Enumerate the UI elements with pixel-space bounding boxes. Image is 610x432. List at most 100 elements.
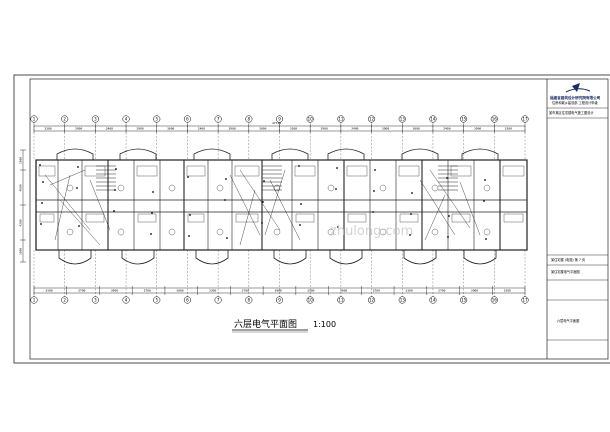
room-fixture <box>187 213 205 223</box>
outlet-icon <box>76 187 78 189</box>
outlet-icon <box>114 189 116 191</box>
light-fixture-icon <box>327 184 335 192</box>
axis-label: 3 <box>94 116 97 121</box>
bottom-dimension-value: 2700 <box>438 289 445 293</box>
axis-label: 1 <box>33 297 36 302</box>
light-fixture-icon <box>379 228 387 236</box>
light-fixture-icon <box>66 228 74 236</box>
left-dimension-value: 1800 <box>19 248 23 255</box>
electrical-wire <box>239 189 256 246</box>
outlet-icon <box>374 169 376 171</box>
room-fixture <box>399 213 419 223</box>
left-dimension-value: 4200 <box>19 219 23 226</box>
axis-label: 15 <box>461 297 467 302</box>
top-dimension-value: 3900 <box>75 127 82 131</box>
light-fixture-icon <box>483 228 491 236</box>
room-fixture <box>347 213 367 223</box>
axis-label: 10 <box>308 297 314 302</box>
axis-label: 12 <box>369 116 375 121</box>
light-fixture-icon <box>431 184 439 192</box>
room-fixture <box>136 165 158 177</box>
bottom-dimension-value: 3300 <box>504 289 511 293</box>
axis-label: 8 <box>248 297 251 302</box>
room-fixture <box>234 165 260 177</box>
balcony-top <box>119 148 157 160</box>
axis-label: 6 <box>186 297 189 302</box>
left-dimension-value: 1800 <box>19 157 23 164</box>
axis-label: 13 <box>400 297 406 302</box>
axis-label: 3 <box>94 297 97 302</box>
top-dimension-value: 3300 <box>505 127 512 131</box>
outer-frame <box>13 74 610 364</box>
outlet-icon <box>335 188 337 190</box>
top-dimension-value: 3600 <box>167 127 174 131</box>
bay-window-bottom <box>329 250 363 265</box>
axis-label: 17 <box>522 297 528 302</box>
room-fixture <box>186 165 206 177</box>
room-fixture <box>503 213 524 223</box>
electrical-wire <box>49 169 86 186</box>
inner-frame <box>29 78 609 360</box>
bay-window-bottom <box>463 250 497 265</box>
light-fixture-icon <box>66 184 74 192</box>
sheet-title: 六层电气平面图 <box>557 318 579 323</box>
top-dimension-value: 2400 <box>198 127 205 131</box>
outlet-icon <box>224 199 226 201</box>
outlet-icon <box>446 177 448 179</box>
outlet-icon <box>151 212 153 214</box>
axis-label: 17 <box>522 116 528 121</box>
outlet-icon <box>411 192 413 194</box>
bay-window-bottom <box>58 250 92 265</box>
bottom-dimension-value: 3600 <box>176 289 183 293</box>
bottom-dimension-value: 3900 <box>471 289 478 293</box>
axis-label: 8 <box>248 116 251 121</box>
light-fixture-icon <box>483 184 491 192</box>
outlet-icon <box>485 238 487 240</box>
outlet-icon <box>262 201 264 203</box>
light-fixture-icon <box>117 184 125 192</box>
axis-label: 5 <box>155 116 158 121</box>
axis-label: 5 <box>155 297 158 302</box>
outlet-icon <box>77 166 79 168</box>
balcony-top <box>327 148 365 160</box>
electrical-wire <box>229 174 261 236</box>
outlet-icon <box>189 214 191 216</box>
room-fixture <box>294 165 316 177</box>
axis-label: 1 <box>33 116 36 121</box>
axis-label: 15 <box>461 116 467 121</box>
light-fixture-icon <box>168 184 176 192</box>
bottom-dimension-value: 2700 <box>242 289 249 293</box>
axis-label: 4 <box>125 116 128 121</box>
drawing-number: 某住宅楼 (电施) 第 7 页 <box>551 257 585 262</box>
light-fixture-icon <box>117 228 125 236</box>
outlet-icon <box>41 202 43 204</box>
outlet-icon <box>448 215 450 217</box>
top-dimension-value: 3900 <box>474 127 481 131</box>
room-fixture <box>85 213 105 223</box>
outlet-icon <box>298 165 300 167</box>
bottom-dimension-value: 3300 <box>209 289 216 293</box>
exterior-wall <box>35 159 528 251</box>
room-fixture <box>235 213 259 223</box>
room-fixture <box>137 213 157 223</box>
project-name: 某市某区住宅楼电气施工图设计 <box>549 110 594 115</box>
outlet-icon <box>226 237 228 239</box>
axis-label: 9 <box>278 116 281 121</box>
outlet-icon <box>483 200 485 202</box>
outlet-icon <box>42 181 44 183</box>
axis-label: 16 <box>492 297 498 302</box>
axis-label: 11 <box>338 116 344 121</box>
bay-window-bottom <box>273 250 307 265</box>
bay-window-bottom <box>121 250 155 265</box>
axis-label: 9 <box>278 297 281 302</box>
axis-label: 12 <box>369 297 375 302</box>
bottom-dimension-value: 3900 <box>275 289 282 293</box>
bottom-dimension-value: 2700 <box>78 289 85 293</box>
company-name: 福建省建筑设计研究院有限公司 <box>549 95 601 100</box>
axis-label: 10 <box>308 116 314 121</box>
top-dimension-value: 3900 <box>321 127 328 131</box>
outlet-icon <box>188 235 190 237</box>
